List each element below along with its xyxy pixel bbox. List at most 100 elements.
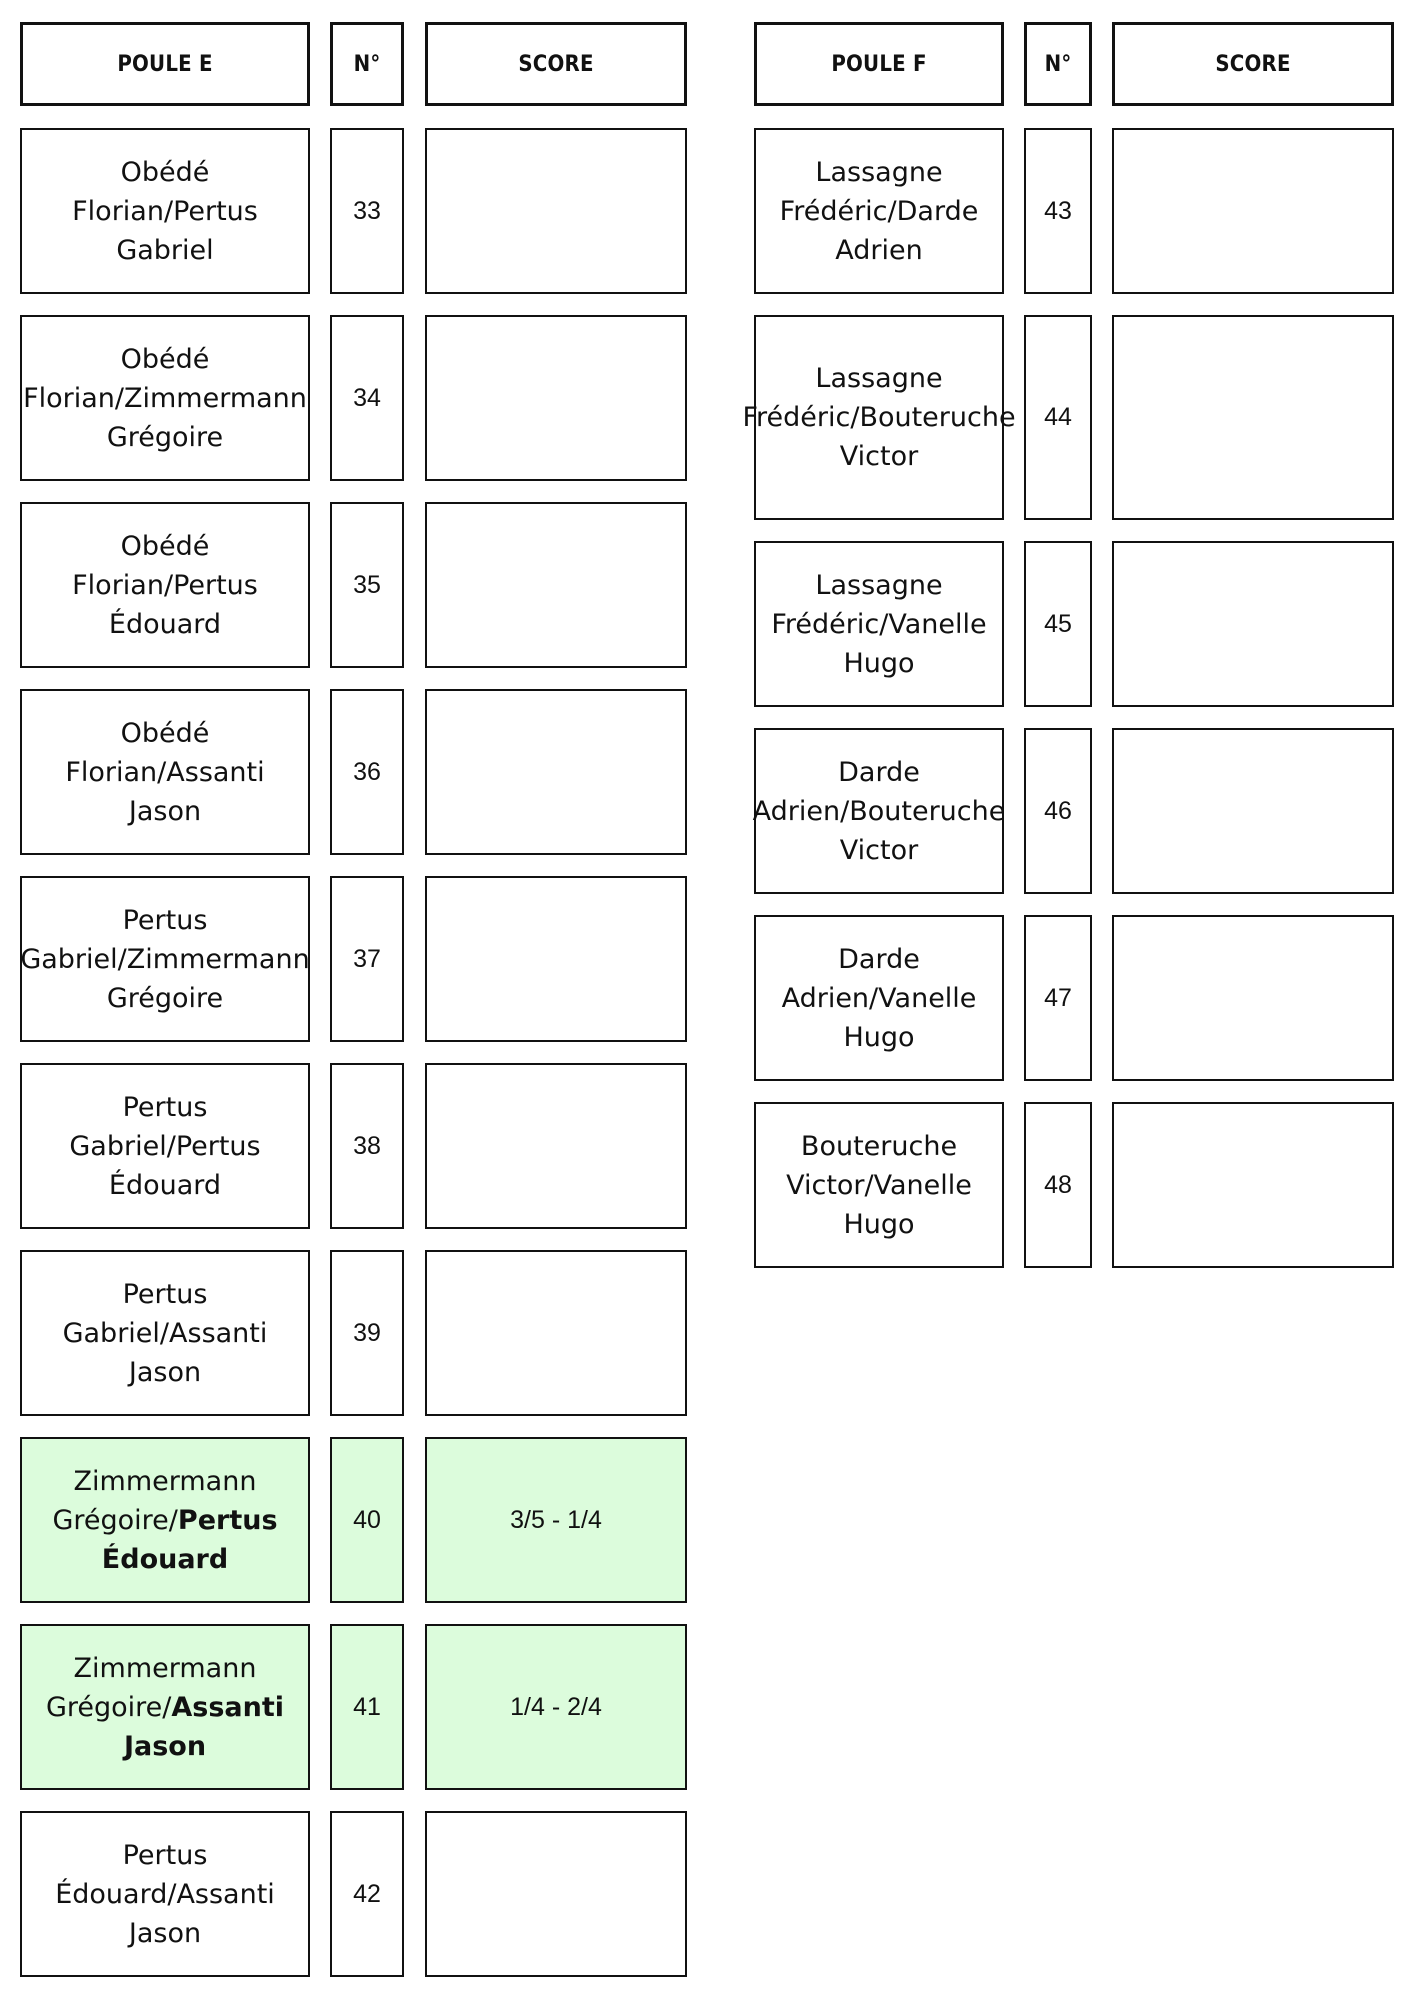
match-teams-text: Bouteruche Victor/Vanelle Hugo [766,1127,992,1244]
match-teams-text: Darde Adrien/Bouteruche Victor [753,753,1006,870]
team-b: Assanti Jason [128,756,265,827]
team-a: Bouteruche Victor [786,1130,958,1201]
match-teams: Obédé Florian/Pertus Édouard [20,502,310,668]
match-number: 38 [330,1063,404,1229]
match-teams: Zimmermann Grégoire/Pertus Édouard [20,1437,310,1603]
header-number-e: N° [330,22,404,106]
match-teams-text: Zimmermann Grégoire/Pertus Édouard [32,1462,298,1579]
match-teams: Darde Adrien/Vanelle Hugo [754,915,1004,1081]
match-score[interactable] [425,502,687,668]
match-number: 47 [1024,915,1092,1081]
team-separator: / [168,1504,178,1536]
header-pool-e: POULE E [20,22,310,106]
team-a: Lassagne Frédéric [771,569,943,640]
team-b: Assanti Jason [128,1317,268,1388]
match-number: 36 [330,689,404,855]
match-teams-text: Pertus Gabriel/Assanti Jason [32,1275,298,1392]
team-b: Vanelle Hugo [843,1169,972,1240]
match-number: 43 [1024,128,1092,294]
team-b: Vanelle Hugo [843,608,987,679]
match-teams-text: Obédé Florian/Assanti Jason [32,714,298,831]
team-a: Darde Adrien [752,756,920,827]
team-a: Zimmermann Grégoire [45,1652,257,1723]
match-teams: Pertus Gabriel/Zimmermann Grégoire [20,876,310,1042]
team-a: Lassagne Frédéric [779,156,943,227]
team-b: Vanelle Hugo [843,982,977,1053]
match-teams-text: Darde Adrien/Vanelle Hugo [766,940,992,1057]
team-separator: / [869,982,879,1014]
match-number: 39 [330,1250,404,1416]
header-score-e: SCORE [425,22,687,106]
match-teams: Lassagne Frédéric/Bouteruche Victor [742,315,1016,520]
match-score[interactable] [1112,128,1394,294]
match-teams: Obédé Florian/Assanti Jason [20,689,310,855]
match-teams-text: Obédé Florian/Zimmermann Grégoire [23,340,307,457]
team-separator: / [167,1878,177,1910]
team-b: Darde Adrien [835,195,979,266]
team-a: Obédé Florian [23,343,210,414]
match-teams-text: Obédé Florian/Pertus Gabriel [32,153,298,270]
match-score[interactable] [1112,1102,1394,1268]
match-teams: Pertus Gabriel/Pertus Édouard [20,1063,310,1229]
team-b: Zimmermann Grégoire [106,943,310,1014]
team-separator: / [879,608,889,640]
team-separator: / [157,756,167,788]
team-a: Obédé Florian [72,156,210,227]
header-number-f: N° [1024,22,1092,106]
match-teams: Lassagne Frédéric/Vanelle Hugo [754,541,1004,707]
team-a: Obédé Florian [65,717,210,788]
match-score[interactable] [425,1250,687,1416]
match-number: 37 [330,876,404,1042]
match-teams: Lassagne Frédéric/Darde Adrien [754,128,1004,294]
match-number: 46 [1024,728,1092,894]
match-number: 34 [330,315,404,481]
match-number: 41 [330,1624,404,1790]
match-teams-text: Pertus Édouard/Assanti Jason [32,1836,298,1953]
match-score[interactable]: 1/4 - 2/4 [425,1624,687,1790]
match-score[interactable] [1112,315,1394,520]
header-score-f: SCORE [1112,22,1394,106]
match-teams-text: Pertus Gabriel/Pertus Édouard [32,1088,298,1205]
team-a: Zimmermann Grégoire [52,1465,257,1536]
match-number: 40 [330,1437,404,1603]
match-teams-text: Lassagne Frédéric/Bouteruche Victor [742,359,1015,476]
team-separator: / [163,195,174,227]
match-score[interactable] [425,689,687,855]
match-number: 42 [330,1811,404,1977]
match-score[interactable]: 3/5 - 1/4 [425,1437,687,1603]
team-a: Obédé Florian [72,530,210,601]
team-separator: / [163,569,174,601]
match-score[interactable] [425,1063,687,1229]
match-teams: Pertus Gabriel/Assanti Jason [20,1250,310,1416]
match-score[interactable] [425,1811,687,1977]
match-teams: Darde Adrien/Bouteruche Victor [753,728,1006,894]
team-separator: / [117,943,127,975]
team-a: Pertus Gabriel [20,904,208,975]
team-b: Bouteruche Victor [839,795,1006,866]
match-teams: Pertus Édouard/Assanti Jason [20,1811,310,1977]
match-number: 48 [1024,1102,1092,1268]
team-b: Assanti Jason [128,1878,275,1949]
team-b: Pertus Édouard [108,569,258,640]
match-number: 44 [1024,315,1092,520]
team-b: Pertus Édouard [101,1504,278,1575]
team-b: Assanti Jason [123,1691,285,1762]
match-score[interactable] [425,315,687,481]
match-score[interactable] [425,128,687,294]
match-teams-text: Pertus Gabriel/Zimmermann Grégoire [20,901,309,1018]
match-score[interactable] [1112,915,1394,1081]
header-pool-f: POULE F [754,22,1004,106]
match-score[interactable] [1112,541,1394,707]
team-b: Pertus Gabriel [116,195,258,266]
team-separator: / [864,1169,874,1201]
match-teams: Obédé Florian/Pertus Gabriel [20,128,310,294]
team-separator: / [840,795,850,827]
match-score[interactable] [425,876,687,1042]
match-teams-text: Lassagne Frédéric/Darde Adrien [766,153,992,270]
match-score[interactable] [1112,728,1394,894]
match-number: 33 [330,128,404,294]
team-separator: / [166,1130,176,1162]
team-b: Bouteruche Victor [839,402,1016,472]
team-separator: / [850,402,860,433]
team-a: Pertus Gabriel [62,1278,208,1349]
